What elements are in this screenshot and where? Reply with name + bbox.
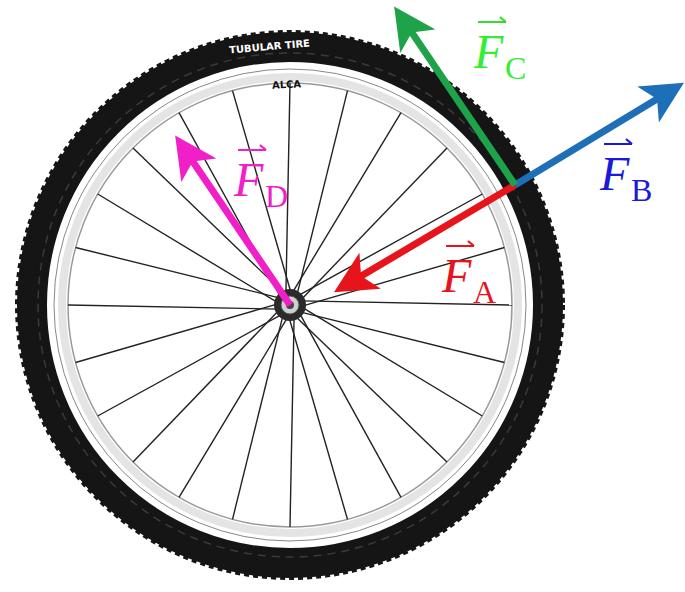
force-arrow — [402, 18, 515, 185]
force-arrow — [346, 185, 515, 285]
force-subscript: F — [442, 252, 471, 300]
force-arrow — [515, 90, 672, 185]
force-symbol: F — [600, 150, 629, 198]
force-subscript: A — [473, 276, 496, 308]
force-symbol: F — [234, 156, 263, 204]
rim-text: ALCA — [272, 79, 302, 91]
force-subscript: B — [631, 174, 652, 206]
force-subscript: D — [265, 180, 288, 212]
force-subscript: C — [505, 52, 526, 84]
force-arrow — [183, 147, 290, 305]
force-symbol: F — [474, 28, 503, 76]
